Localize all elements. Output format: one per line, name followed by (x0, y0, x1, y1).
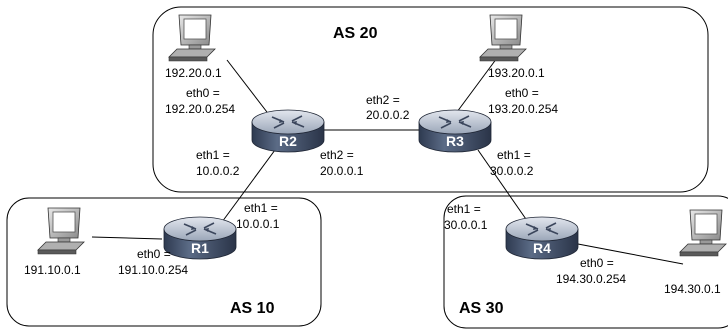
as20-boundary (152, 6, 709, 193)
link-r2-r1 (221, 149, 276, 223)
as10-title: AS 10 (230, 300, 275, 317)
r2-eth1-ip: 10.0.0.2 (196, 164, 240, 178)
r3-eth0-ip: 193.20.0.254 (488, 102, 558, 116)
link-r3-r4 (477, 149, 529, 223)
as30-title: AS 30 (459, 300, 504, 317)
r3-eth1-ip: 30.0.0.2 (490, 164, 534, 178)
workstation-icon (37, 207, 85, 255)
r3-eth0-name: eth0 = (505, 86, 539, 100)
router-r1-label: R1 (191, 240, 209, 256)
r4-eth1-name: eth1 = (447, 202, 481, 216)
r2-eth0-name: eth0 = (186, 86, 220, 100)
router-r4: R4 (505, 216, 579, 260)
r1-eth1-ip: 10.0.0.1 (236, 217, 280, 231)
r2-eth2-name: eth2 = (320, 148, 354, 162)
r3-eth2-name: eth2 = (366, 93, 400, 107)
link-r2-h192 (226, 59, 271, 117)
router-r3-label: R3 (446, 133, 464, 149)
r1-eth1-name: eth1 = (244, 201, 278, 215)
host-ip-label: 191.10.0.1 (24, 263, 81, 277)
router-r3: R3 (418, 109, 492, 153)
r4-eth0-ip: 194.30.0.254 (556, 272, 626, 286)
host-ip-label: 192.20.0.1 (165, 66, 222, 80)
workstation-icon (479, 14, 527, 62)
r2-eth0-ip: 192.20.0.254 (165, 102, 235, 116)
host-ip-label: 194.30.0.1 (664, 282, 721, 296)
link-r3-h193 (453, 57, 498, 117)
as20-title: AS 20 (333, 25, 378, 42)
r4-eth1-ip: 30.0.0.1 (444, 218, 488, 232)
as30-boundary (443, 195, 728, 329)
router-r2: R2 (251, 109, 325, 153)
workstation-icon (168, 14, 216, 62)
link-r1-h191 (91, 236, 163, 240)
router-r1: R1 (163, 216, 237, 260)
r4-eth0-name: eth0 = (580, 256, 614, 270)
workstation-icon (679, 209, 727, 257)
router-r4-label: R4 (533, 240, 551, 256)
r2-eth2-ip: 20.0.0.1 (320, 164, 364, 178)
host-ip-label: 193.20.0.1 (488, 66, 545, 80)
r1-eth0-name: eth0 = (137, 247, 171, 261)
r3-eth2-ip: 20.0.0.2 (366, 108, 410, 122)
as10-boundary (6, 197, 322, 327)
r3-eth1-name: eth1 = (497, 148, 531, 162)
link-r4-h194 (577, 243, 684, 265)
r1-eth0-ip: 191.10.0.254 (118, 263, 188, 277)
r2-eth1-name: eth1 = (196, 148, 230, 162)
router-r2-label: R2 (279, 133, 297, 149)
